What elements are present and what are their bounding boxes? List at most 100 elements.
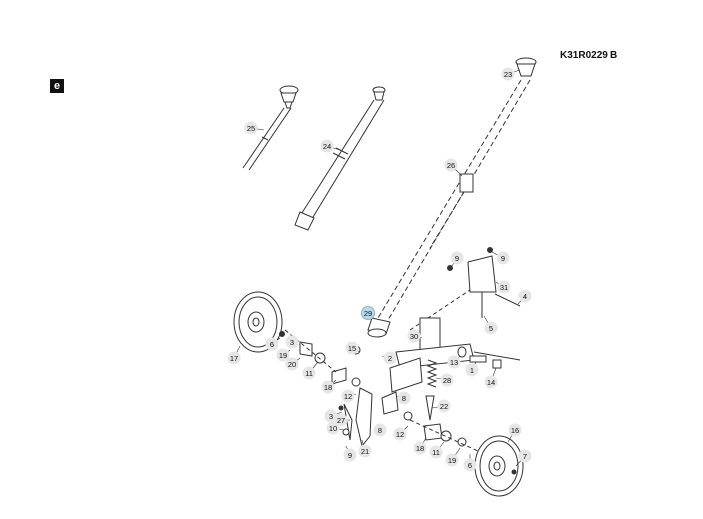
callout-bubble-c15 — [345, 341, 359, 355]
callout-bubble-c13 — [447, 355, 461, 369]
callout-c19b: 19 — [445, 453, 459, 467]
callout-c9c: 9 — [343, 448, 357, 462]
callout-number-c17: 17 — [230, 354, 238, 363]
callout-c31: 31 — [497, 280, 511, 294]
callout-number-c6a: 6 — [270, 340, 274, 349]
callout-number-c3b: 3 — [329, 412, 333, 421]
callout-c18a: 18 — [321, 380, 335, 394]
parts-drawing — [233, 57, 537, 497]
callout-c14: 14 — [484, 375, 498, 389]
callout-bubble-c10 — [326, 421, 340, 435]
callout-bubble-c17 — [227, 351, 241, 365]
callout-number-c19a: 19 — [279, 351, 287, 360]
callout-c16: 16 — [508, 423, 522, 437]
callout-c24: 24 — [320, 139, 334, 153]
callout-bubble-c14 — [484, 375, 498, 389]
callout-c6b: 6 — [463, 458, 477, 472]
callout-c26: 26 — [444, 158, 458, 172]
part-mounting-bracket — [409, 247, 521, 331]
callout-c21: 21 — [358, 444, 372, 458]
callout-c20: 20 — [285, 357, 299, 371]
callout-bubble-c27 — [334, 413, 348, 427]
callout-number-c14: 14 — [487, 378, 495, 387]
part-pivot-pin — [457, 346, 502, 369]
callout-c27: 27 — [334, 413, 348, 427]
callout-c8a: 8 — [397, 391, 411, 405]
callout-c6a: 6 — [265, 337, 279, 351]
callout-bubble-c16 — [508, 423, 522, 437]
callout-bubble-c26 — [444, 158, 458, 172]
part-tube-collar — [429, 173, 474, 249]
callout-c17: 17 — [227, 351, 241, 365]
callout-c8b: 8 — [373, 423, 387, 437]
callout-bubble-c8a — [397, 391, 411, 405]
callout-c15: 15 — [345, 341, 359, 355]
callout-c30: 30 — [407, 329, 421, 343]
callout-bubble-c19a — [276, 348, 290, 362]
callout-bubble-c1 — [465, 363, 479, 377]
callout-c3a: 3 — [285, 335, 299, 349]
callout-c11a: 11 — [302, 366, 316, 380]
part-frame-arm — [389, 317, 521, 393]
callout-number-c4: 4 — [523, 292, 527, 301]
callout-bubble-c11b — [429, 445, 443, 459]
callout-number-c31: 31 — [500, 283, 508, 292]
callout-c28: 28 — [440, 373, 454, 387]
callout-number-c18a: 18 — [324, 383, 332, 392]
callout-c9a: 9 — [450, 251, 464, 265]
drawing-reference: K31R0229 — [560, 50, 608, 61]
callout-number-c8a: 8 — [402, 394, 406, 403]
part-spring — [426, 359, 438, 388]
part-seed-tube-long — [294, 86, 386, 231]
callout-bubble-c4 — [518, 289, 532, 303]
callout-number-c22: 22 — [440, 402, 448, 411]
callout-bubble-c8b — [373, 423, 387, 437]
callout-number-c15: 15 — [348, 344, 356, 353]
callout-c13: 13 — [447, 355, 461, 369]
callout-number-c12a: 12 — [344, 392, 352, 401]
callout-number-c23: 23 — [504, 70, 512, 79]
callout-number-c24: 24 — [323, 142, 331, 151]
callout-c1: 1 — [465, 363, 479, 377]
callout-bubble-c12a — [341, 389, 355, 403]
callout-number-c19b: 19 — [448, 456, 456, 465]
callout-number-c1: 1 — [470, 366, 474, 375]
callout-bubble-c3a — [285, 335, 299, 349]
callout-number-c7: 7 — [523, 452, 527, 461]
callout-number-c29: 29 — [364, 309, 372, 318]
drawing-revision: B — [610, 50, 618, 61]
callout-number-c10: 10 — [329, 424, 337, 433]
callout-number-c3a: 3 — [290, 338, 294, 347]
callout-c19a: 19 — [276, 348, 290, 362]
callout-bubble-c30 — [407, 329, 421, 343]
callout-bubble-c7 — [518, 449, 532, 463]
callout-c12a: 12 — [341, 389, 355, 403]
callout-number-c16: 16 — [511, 426, 519, 435]
part-disc-right — [474, 435, 524, 497]
callout-c7: 7 — [518, 449, 532, 463]
callout-bubble-c21 — [358, 444, 372, 458]
callout-bubble-c9c — [343, 448, 357, 462]
callout-number-c27: 27 — [337, 416, 345, 425]
part-hub-left — [279, 329, 361, 387]
callout-c11b: 11 — [429, 445, 443, 459]
callout-number-c11a: 11 — [305, 369, 313, 378]
callout-number-c12b: 12 — [396, 430, 404, 439]
part-hub-right — [409, 419, 517, 475]
callout-bubble-c28 — [440, 373, 454, 387]
callout-c23: 23 — [501, 67, 515, 81]
part-tube-boot — [367, 317, 391, 338]
callout-bubble-c18b — [413, 441, 427, 455]
callout-c4: 4 — [518, 289, 532, 303]
callout-number-c30: 30 — [410, 332, 418, 341]
callout-c10: 10 — [326, 421, 340, 435]
callout-c29: 29 — [361, 306, 375, 320]
callout-bubble-c12b — [393, 427, 407, 441]
callout-bubble-c29 — [361, 306, 375, 320]
callout-bubble-c3b — [324, 409, 338, 423]
callout-bubble-c25 — [244, 121, 258, 135]
callout-bubble-c19b — [445, 453, 459, 467]
callout-c18b: 18 — [413, 441, 427, 455]
